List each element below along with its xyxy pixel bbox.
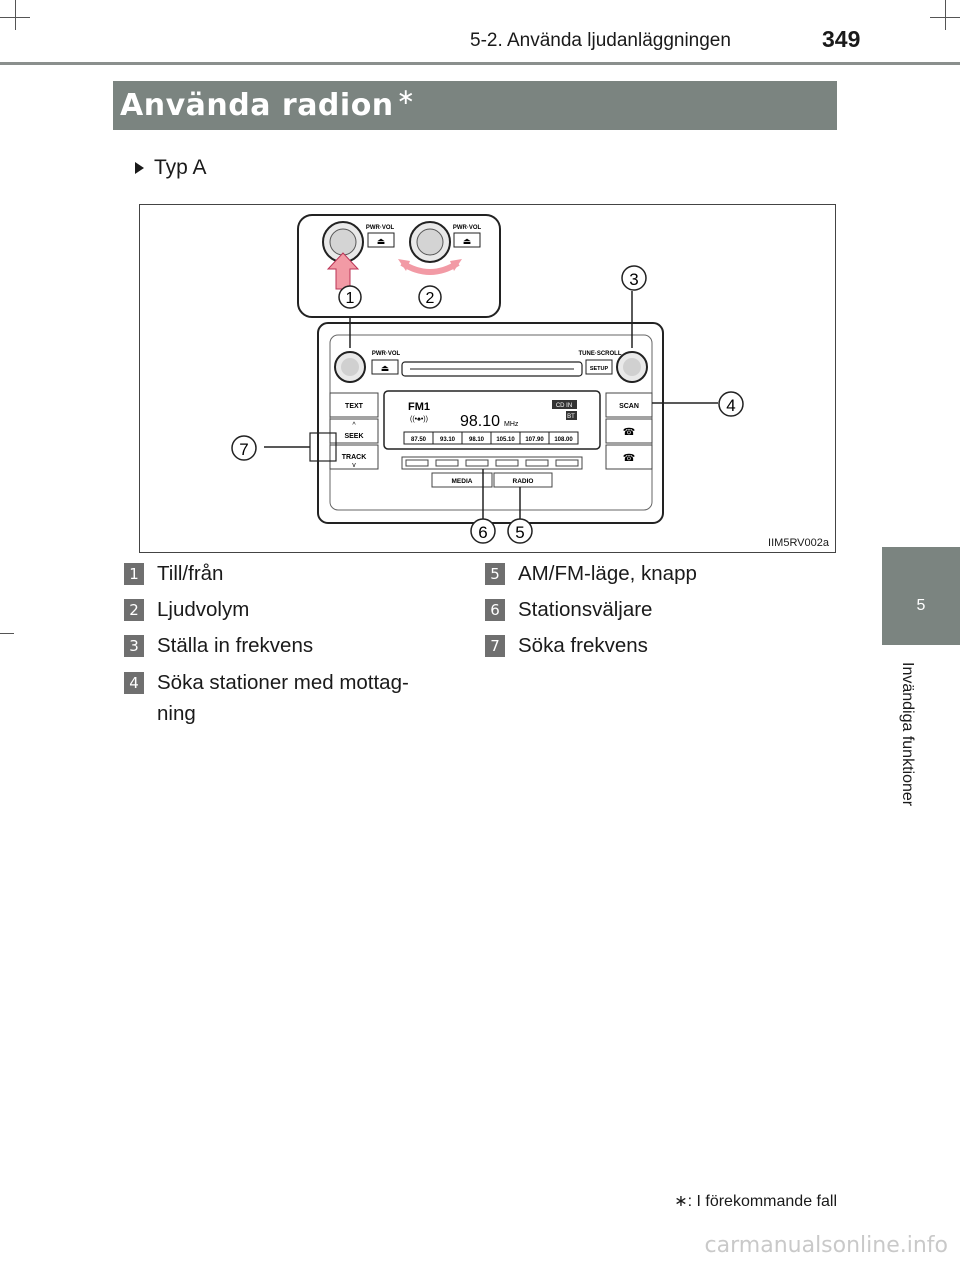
watermark: carmanualsonline.info (704, 1233, 948, 1258)
display-bt: BT (567, 414, 575, 420)
callout-2-label: 2 (426, 290, 435, 307)
legend-text-2: Ljudvolym (157, 598, 250, 621)
chapter-tab-number: 5 (916, 597, 926, 614)
preset-frequency-4: 105.10 (496, 437, 515, 443)
callout-5-label: 5 (515, 523, 524, 542)
phone-pickup-icon: ☎ (623, 427, 635, 438)
legend-number-3: 3 (124, 635, 144, 657)
callout-5 (507, 518, 533, 544)
legend-text-4-line1: Söka stationer med mottag- (157, 671, 409, 694)
callout-4-label: 4 (726, 396, 735, 415)
svg-text:⏏: ⏏ (381, 363, 390, 373)
preset-key-6 (555, 459, 579, 467)
display-cd-in: CD IN (556, 403, 572, 409)
preset-frequency-1: 87.50 (411, 437, 427, 443)
radio-figure: ⏏ PWR·VOL ⏏ PWR·VOL 1 2 PWR·VOL ⏏ (139, 204, 836, 553)
crop-mark (945, 0, 946, 30)
legend-number-2: 2 (124, 599, 144, 621)
preset-frequencies: 87.50 93.10 98.10 105.10 107.90 108.00 (411, 432, 573, 444)
triangle-bullet-icon (135, 162, 144, 174)
header-rule (0, 62, 960, 65)
crop-mark (15, 0, 16, 30)
text-button-label: TEXT (345, 403, 364, 410)
page-number: 349 (822, 26, 861, 52)
page-title: Använda radion∗ (113, 81, 837, 130)
tune-scroll-label: TUNE·SCROLL (579, 351, 622, 357)
legend-number-6: 6 (485, 599, 505, 621)
legend-text-5: AM/FM-läge, knapp (518, 562, 697, 585)
svg-text:((•♠•)): ((•♠•)) (410, 416, 428, 423)
callout-4 (718, 391, 744, 417)
pwr-vol-label: PWR·VOL (372, 351, 401, 357)
preset-key-5 (525, 459, 549, 467)
seek-label: SEEK (344, 433, 363, 440)
radio-diagram: ⏏ PWR·VOL ⏏ PWR·VOL 1 2 PWR·VOL ⏏ (231, 214, 744, 544)
radio-button-label: RADIO (513, 478, 534, 485)
preset-key-3 (465, 459, 489, 467)
crop-mark (0, 633, 14, 634)
figure-code: IIM5RV002a (768, 537, 829, 549)
legend-text-1: Till/från (157, 562, 224, 585)
display-band: FM1 (408, 401, 430, 413)
svg-text:v: v (352, 462, 356, 469)
chapter-tab[interactable]: 5 (882, 547, 960, 645)
legend-number-4: 4 (124, 672, 144, 694)
subheading-text: Typ A (154, 156, 207, 179)
legend-number-5: 5 (485, 563, 505, 585)
scan-label: SCAN (619, 403, 639, 410)
legend-text-4-line2: ning (157, 702, 196, 725)
chapter-side-label: Invändiga funktioner (899, 662, 916, 807)
track-label: TRACK (342, 454, 367, 461)
preset-key-1 (405, 459, 429, 467)
header-section-title: 5-2. Använda ljudanläggningen (470, 30, 731, 51)
callout-3-label: 3 (629, 270, 638, 289)
callout-7-label: 7 (239, 440, 248, 459)
callout-7 (231, 435, 257, 461)
display-unit: MHz (504, 421, 519, 428)
legend-number-7: 7 (485, 635, 505, 657)
phone-hangup-icon: ☎ (623, 453, 635, 464)
preset-frequency-5: 107.90 (525, 437, 544, 443)
preset-frequency-3: 98.10 (469, 437, 485, 443)
svg-text:⏏: ⏏ (377, 236, 386, 246)
setup-label: SETUP (590, 366, 609, 372)
preset-key-4 (495, 459, 519, 467)
callout-6 (470, 518, 496, 544)
preset-frequency-6: 108.00 (554, 437, 573, 443)
title-asterisk: ∗ (396, 85, 416, 110)
inset-pwr-vol-label-2: PWR·VOL (453, 225, 482, 231)
callout-3 (621, 265, 647, 291)
preset-key-2 (435, 459, 459, 467)
display-frequency: 98.10 (460, 413, 500, 430)
callout-2 (418, 285, 442, 309)
page-title-text: Använda radion (120, 88, 394, 123)
media-button-label: MEDIA (452, 478, 473, 485)
footnote: ∗: I förekommande fall (674, 1191, 837, 1211)
svg-text:⏏: ⏏ (463, 236, 472, 246)
legend-text-7: Söka frekvens (518, 634, 648, 657)
callout-1 (338, 285, 362, 309)
callout-1-label: 1 (346, 290, 355, 307)
footnote-symbol: ∗ (674, 1193, 688, 1210)
inset-pwr-vol-label-1: PWR·VOL (366, 225, 395, 231)
footnote-text: : I förekommande fall (687, 1193, 837, 1210)
station-selector-keys (405, 459, 579, 467)
svg-text:^: ^ (352, 422, 356, 429)
preset-frequency-2: 93.10 (440, 437, 456, 443)
legend-text-3: Ställa in frekvens (157, 634, 314, 657)
subheading: Typ A (135, 156, 207, 180)
legend-number-1: 1 (124, 563, 144, 585)
legend-text-6: Stationsväljare (518, 598, 653, 621)
callout-6-label: 6 (478, 523, 487, 542)
